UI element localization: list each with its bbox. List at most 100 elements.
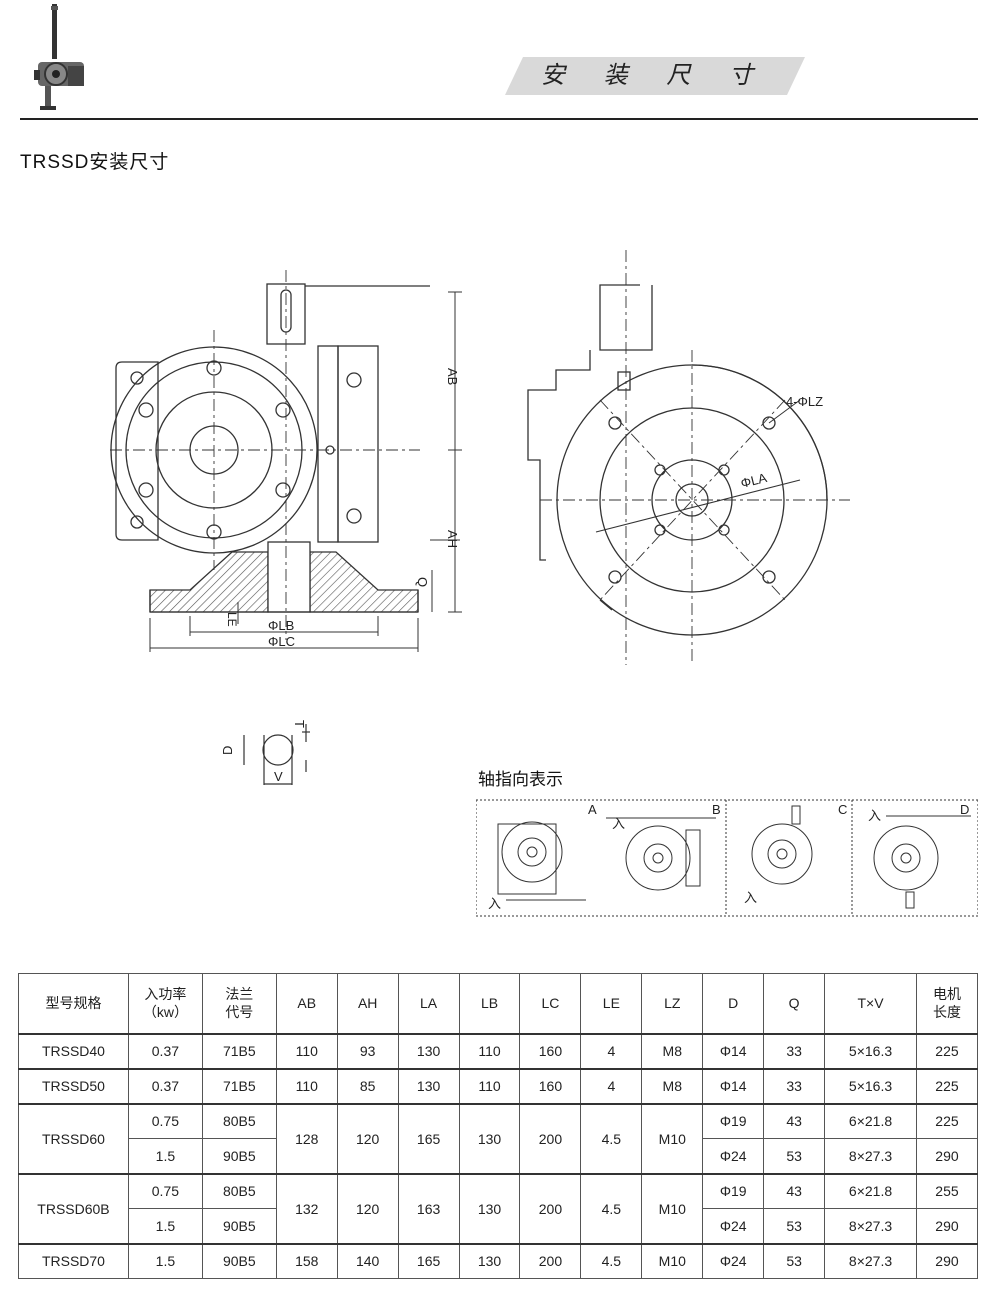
- direction-input-d: 入: [868, 808, 881, 823]
- la-cell: 165: [397, 1102, 460, 1174]
- flange-cell: 80B5: [201, 1102, 277, 1139]
- la-cell: 165: [397, 1242, 460, 1279]
- gear-reducer-logo-icon: [34, 4, 84, 110]
- header-cell: LB: [458, 973, 521, 1034]
- label-lc: ΦLC: [268, 634, 295, 649]
- shaft-direction-diagrams: A 入 B 入 C 入 D 入: [476, 799, 978, 917]
- d-cell: Φ19: [702, 1102, 765, 1139]
- motor-length-cell: 225: [915, 1032, 979, 1069]
- label-q: Q: [415, 577, 430, 587]
- header-cell: AB: [275, 973, 338, 1034]
- motor-length-cell: 290: [915, 1138, 979, 1174]
- q-cell: 53: [763, 1208, 826, 1244]
- q-cell: 33: [763, 1067, 826, 1104]
- lb-cell: 110: [458, 1032, 521, 1069]
- header-divider: [20, 118, 978, 120]
- lz-cell: M8: [641, 1067, 704, 1104]
- power-cell: 1.5: [127, 1138, 203, 1174]
- d-cell: Φ24: [702, 1208, 765, 1244]
- le-cell: 4.5: [580, 1102, 643, 1174]
- table-row: TRSSD40 0.37 71B5 110 93 130 110 160 4 M…: [18, 1032, 979, 1069]
- model-cell: TRSSD40: [18, 1032, 129, 1069]
- spec-table: 型号规格 入功率 （kw） 法兰 代号 AB AH LA LB LC LE LZ…: [18, 973, 979, 1279]
- table-row: TRSSD60B 0.75 80B5 132 120 163 130 200 4…: [18, 1172, 979, 1244]
- shaft-detail: [243, 724, 310, 785]
- ah-cell: 140: [336, 1242, 399, 1279]
- motor-length-cell: 225: [915, 1067, 979, 1104]
- header-cell: AH: [336, 973, 399, 1034]
- direction-letter-b: B: [712, 802, 721, 817]
- direction-input-c: 入: [744, 890, 757, 905]
- label-t: T: [292, 720, 307, 728]
- lz-cell: M10: [641, 1242, 704, 1279]
- label-ah: AH: [445, 530, 460, 548]
- header-cell: 型号规格: [18, 973, 129, 1034]
- power-cell: 0.75: [127, 1102, 203, 1139]
- table-row: 1.5 90B5 Φ24 53 8×27.3 290: [19, 1208, 979, 1244]
- q-cell: 43: [763, 1172, 826, 1209]
- lc-cell: 160: [519, 1032, 582, 1069]
- label-ab: AB: [445, 368, 460, 385]
- side-view: [527, 284, 828, 636]
- label-le: LE: [225, 612, 239, 627]
- installation-drawing: AB AH Q LE ΦLB ΦLC 4-ΦLZ ΦLA: [110, 250, 850, 785]
- header-cell: D: [702, 973, 765, 1034]
- q-cell: 43: [763, 1102, 826, 1139]
- ah-cell: 120: [336, 1102, 399, 1174]
- d-cell: Φ24: [702, 1242, 765, 1279]
- label-lb: ΦLB: [268, 618, 294, 633]
- ah-cell: 120: [336, 1172, 399, 1244]
- d-cell: Φ19: [702, 1172, 765, 1209]
- label-v: V: [274, 769, 283, 784]
- header-cell: 入功率 （kw）: [127, 973, 203, 1034]
- d-cell: Φ24: [702, 1138, 765, 1174]
- tv-cell: 5×16.3: [824, 1067, 917, 1104]
- power-cell: 1.5: [127, 1242, 203, 1279]
- le-cell: 4: [580, 1067, 643, 1104]
- power-cell: 0.37: [127, 1067, 203, 1104]
- model-cell: TRSSD60: [18, 1102, 129, 1174]
- flange-cell: 90B5: [201, 1138, 277, 1174]
- flange-cell: 71B5: [201, 1067, 277, 1104]
- d-cell: Φ14: [702, 1032, 765, 1069]
- flange-cell: 90B5: [201, 1208, 277, 1244]
- lb-cell: 130: [458, 1172, 521, 1244]
- power-cell: 1.5: [127, 1208, 203, 1244]
- flange-cell: 80B5: [201, 1172, 277, 1209]
- la-cell: 130: [397, 1032, 460, 1069]
- header-cell: 电机 长度: [915, 973, 979, 1034]
- lb-cell: 110: [458, 1067, 521, 1104]
- ab-cell: 128: [275, 1102, 338, 1174]
- le-cell: 4: [580, 1032, 643, 1069]
- ab-cell: 110: [275, 1032, 338, 1069]
- tv-cell: 6×21.8: [824, 1172, 917, 1209]
- front-view: [110, 283, 462, 652]
- le-cell: 4.5: [580, 1172, 643, 1244]
- tv-cell: 6×21.8: [824, 1102, 917, 1139]
- label-d: D: [220, 746, 235, 755]
- lz-cell: M8: [641, 1032, 704, 1069]
- header-cell: LC: [519, 973, 582, 1034]
- label-la: ΦLA: [739, 470, 768, 491]
- motor-length-cell: 290: [915, 1208, 979, 1244]
- table-row: 1.5 90B5 Φ24 53 8×27.3 290: [19, 1138, 979, 1174]
- direction-letter-c: C: [838, 802, 847, 817]
- power-cell: 0.37: [127, 1032, 203, 1069]
- lb-cell: 130: [458, 1102, 521, 1174]
- lb-cell: 130: [458, 1242, 521, 1279]
- header-cell: LZ: [641, 973, 704, 1034]
- motor-length-cell: 225: [915, 1102, 979, 1139]
- tv-cell: 8×27.3: [824, 1208, 917, 1244]
- lc-cell: 200: [519, 1242, 582, 1279]
- lz-cell: M10: [641, 1172, 704, 1244]
- q-cell: 33: [763, 1032, 826, 1069]
- lc-cell: 160: [519, 1067, 582, 1104]
- shaft-direction-title: 轴指向表示: [478, 770, 563, 789]
- flange-cell: 90B5: [201, 1242, 277, 1279]
- header-cell: 法兰 代号: [201, 973, 277, 1034]
- ab-cell: 158: [275, 1242, 338, 1279]
- table-row: TRSSD70 1.5 90B5 158 140 165 130 200 4.5…: [18, 1242, 979, 1279]
- q-cell: 53: [763, 1242, 826, 1279]
- banner-title: 安 装 尺 寸: [540, 62, 769, 89]
- ab-cell: 132: [275, 1172, 338, 1244]
